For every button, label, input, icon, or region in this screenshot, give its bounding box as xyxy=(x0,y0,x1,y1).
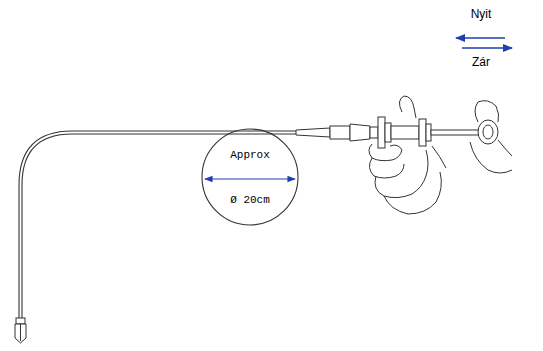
forceps-handle xyxy=(296,117,498,148)
note-label: Approx xyxy=(230,149,270,161)
close-arrow xyxy=(462,47,512,49)
coil-loop xyxy=(202,129,298,225)
open-arrow xyxy=(456,37,505,39)
forceps-jaw xyxy=(15,318,26,343)
action-label: Nyit xyxy=(471,8,492,21)
hand-outline xyxy=(369,96,512,214)
dimension-label: Ø 20cm xyxy=(230,194,270,206)
action-label: Zár xyxy=(472,56,490,69)
dimension-arrow xyxy=(205,178,295,179)
